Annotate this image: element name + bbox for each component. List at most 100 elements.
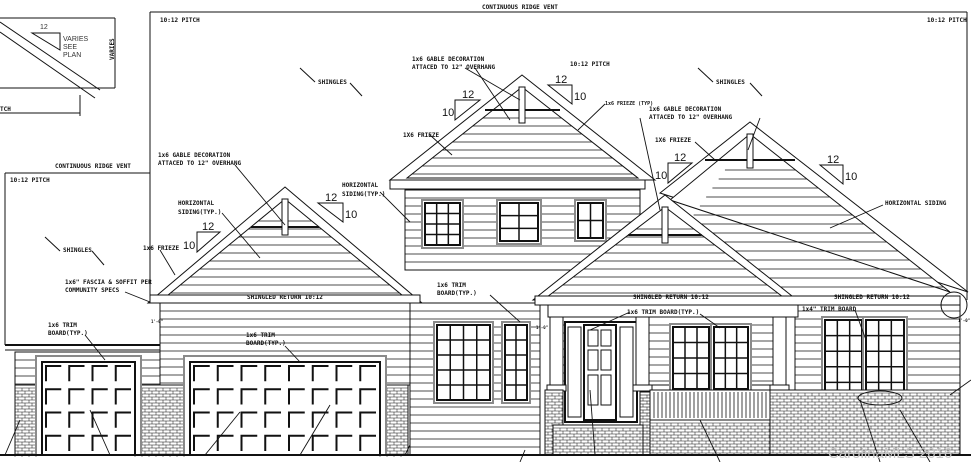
leader-line [639, 117, 661, 211]
leader-line [589, 311, 631, 331]
leader-line [299, 404, 331, 456]
garage-panel [193, 388, 210, 405]
garage-panel [288, 434, 305, 451]
pitch-run: 12 [325, 192, 337, 204]
gable-decoration [746, 133, 754, 169]
leader [349, 82, 363, 97]
garage-door [41, 361, 136, 456]
garage-panel [68, 365, 85, 382]
siding-label: SIDING(TYP.) [178, 209, 221, 216]
trim-board-label: 1x6 TRIM [246, 332, 275, 339]
trim-board-label: 1x6 TRIM [437, 282, 466, 289]
garage-panel [45, 434, 62, 451]
gable-decoration-label: 1x6 GABLE DECORATION [158, 152, 231, 159]
leader-line [4, 419, 21, 456]
roof-pitch-detail: 12 VARIES SEE PLAN VARIES TCH [0, 24, 116, 113]
leader-line [859, 399, 881, 462]
frieze-label: 1X6 FRIEZE [403, 132, 440, 139]
garage-panel [288, 411, 305, 428]
leader-line [699, 419, 721, 462]
garage-panel [45, 411, 62, 428]
door-panel [587, 374, 599, 406]
pitch-run: 12 [555, 74, 567, 86]
garage-panel [359, 365, 376, 382]
sidelight [567, 326, 582, 418]
detail-pitch-triangle [30, 32, 61, 51]
garage-panel [335, 434, 353, 451]
leader-line [519, 449, 526, 462]
gable-decoration-label: 1x6 GABLE DECORATION [649, 106, 722, 113]
window-frame [824, 319, 863, 399]
detail-varies-dimension: VARIES [109, 38, 116, 60]
trim-board-label: 1x6 TRIM [48, 322, 77, 329]
leader-line [829, 204, 884, 229]
garage-panel [114, 434, 131, 451]
ridge-vent-label: CONTINUOUS RIDGE VENT [482, 4, 558, 11]
garage-panel [45, 365, 62, 382]
pitch-label: 10:12 PITCH [10, 177, 50, 184]
dimension-label: 1'-0" [536, 325, 548, 330]
trim-board-label: 1x6 TRIM BOARD(TYP.) [627, 309, 699, 316]
siding-label: SIDING(TYP.) [342, 191, 385, 198]
upper-gable-inner [405, 86, 640, 179]
garage-panel [68, 388, 85, 405]
gable-decoration [518, 86, 526, 124]
pitch-rise: 10 [442, 107, 454, 119]
garage-panel [264, 365, 281, 382]
leader-line [429, 134, 453, 156]
leader-line [474, 67, 511, 121]
window-frame [865, 319, 905, 399]
garage-panel [335, 411, 353, 428]
garage-panel [311, 365, 329, 382]
garage-panel [264, 388, 281, 405]
leader [91, 250, 105, 266]
garage-panel [264, 411, 281, 428]
door-panel [600, 329, 612, 347]
fascia-label: 1x6" FASCIA & SOFFIT PER [65, 279, 152, 286]
porch-column [549, 316, 564, 388]
shingles-label: SHINGLES [318, 79, 347, 86]
garage-panel [311, 434, 329, 451]
gable-decoration-label: 1x6 GABLE DECORATION [412, 56, 485, 63]
detail-callout-ellipse [857, 390, 903, 406]
gable-decoration-label: ATTACED TO 12" OVERHANG [412, 64, 495, 71]
garage-panel [114, 411, 131, 428]
pitch-label: 10:12 PITCH [927, 17, 967, 24]
shingles-label: SHINGLES [716, 79, 745, 86]
leader-line [204, 411, 241, 456]
garage-panel [114, 365, 131, 382]
garage-panel [216, 365, 234, 382]
gable-decoration-label: ATTACED TO 12" OVERHANG [158, 160, 241, 167]
leader-line [159, 249, 176, 276]
garage-panel [193, 411, 210, 428]
porch-column [772, 316, 787, 388]
garage-panel [335, 388, 353, 405]
watermark: CarolinaMLS 2016 [828, 445, 952, 462]
garage-panel [359, 411, 376, 428]
door-panel [587, 349, 599, 371]
leader-line [234, 164, 286, 226]
leader-line [379, 191, 411, 223]
garage-panel [359, 434, 376, 451]
gable-decoration [281, 198, 289, 236]
garage-panel [216, 434, 234, 451]
leader-line [124, 291, 151, 303]
garage-panel [240, 434, 258, 451]
trim-board-label: BOARD(TYP.) [246, 340, 286, 347]
detail-varies-label: VARIES [63, 36, 88, 43]
detail-rafter [0, 31, 96, 99]
garage-panel [359, 388, 376, 405]
garage-panel [240, 388, 258, 405]
shingled-return-label: SHINGLED RETURN 10:12 [247, 294, 323, 301]
leader-line [694, 141, 716, 161]
pitch-run: 12 [827, 154, 839, 166]
ridge-vent-label: CONTINUOUS RIDGE VENT [55, 163, 131, 170]
leader-line [699, 313, 721, 329]
column-cap [632, 384, 653, 392]
garage-panel [240, 411, 258, 428]
door-panel [587, 329, 599, 347]
